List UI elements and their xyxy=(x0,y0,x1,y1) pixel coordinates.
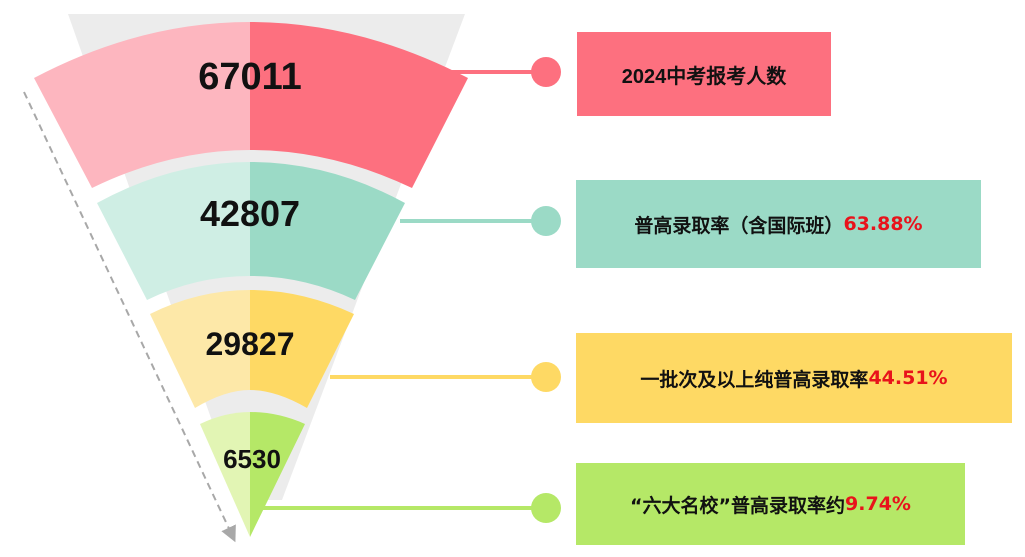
funnel-segment-1-right xyxy=(250,22,468,188)
funnel-segment-2-left xyxy=(97,162,250,300)
stage-2-label-box: 普高录取率（含国际班）63.88% xyxy=(576,180,981,268)
funnel-segment-4-right xyxy=(250,412,305,537)
stage-2-percent: 63.88% xyxy=(843,213,923,235)
stage-1-label-box: 2024中考报考人数 xyxy=(577,32,831,116)
funnel-segment-1-left xyxy=(34,22,250,188)
stage-3-label: 一批次及以上纯普高录取率 xyxy=(640,368,869,391)
funnel-segment-4-left xyxy=(200,412,250,537)
stage-1-label: 2024中考报考人数 xyxy=(621,65,787,88)
funnel-segment-3-right xyxy=(250,290,354,408)
trend-arrow xyxy=(23,91,236,543)
stage-2-label: 普高录取率（含国际班） xyxy=(634,214,844,237)
funnel-segment-3-left xyxy=(150,290,250,408)
connector-dot-3 xyxy=(531,362,561,392)
stage-4-percent: 9.74% xyxy=(845,493,911,515)
stage-3-value: 29827 xyxy=(205,326,295,362)
funnel-segment-2-right xyxy=(250,162,405,300)
connector-dot-4 xyxy=(531,493,561,523)
stage-3-percent: 44.51% xyxy=(868,367,948,389)
connector-dot-1 xyxy=(531,57,561,87)
stage-4-value: 6530 xyxy=(223,444,281,474)
stage-1-value: 67011 xyxy=(198,56,302,98)
stage-2-value: 42807 xyxy=(199,193,301,234)
stage-4-label: “六大名校”普高录取率约 xyxy=(630,494,846,517)
connector-dot-2 xyxy=(531,206,561,236)
